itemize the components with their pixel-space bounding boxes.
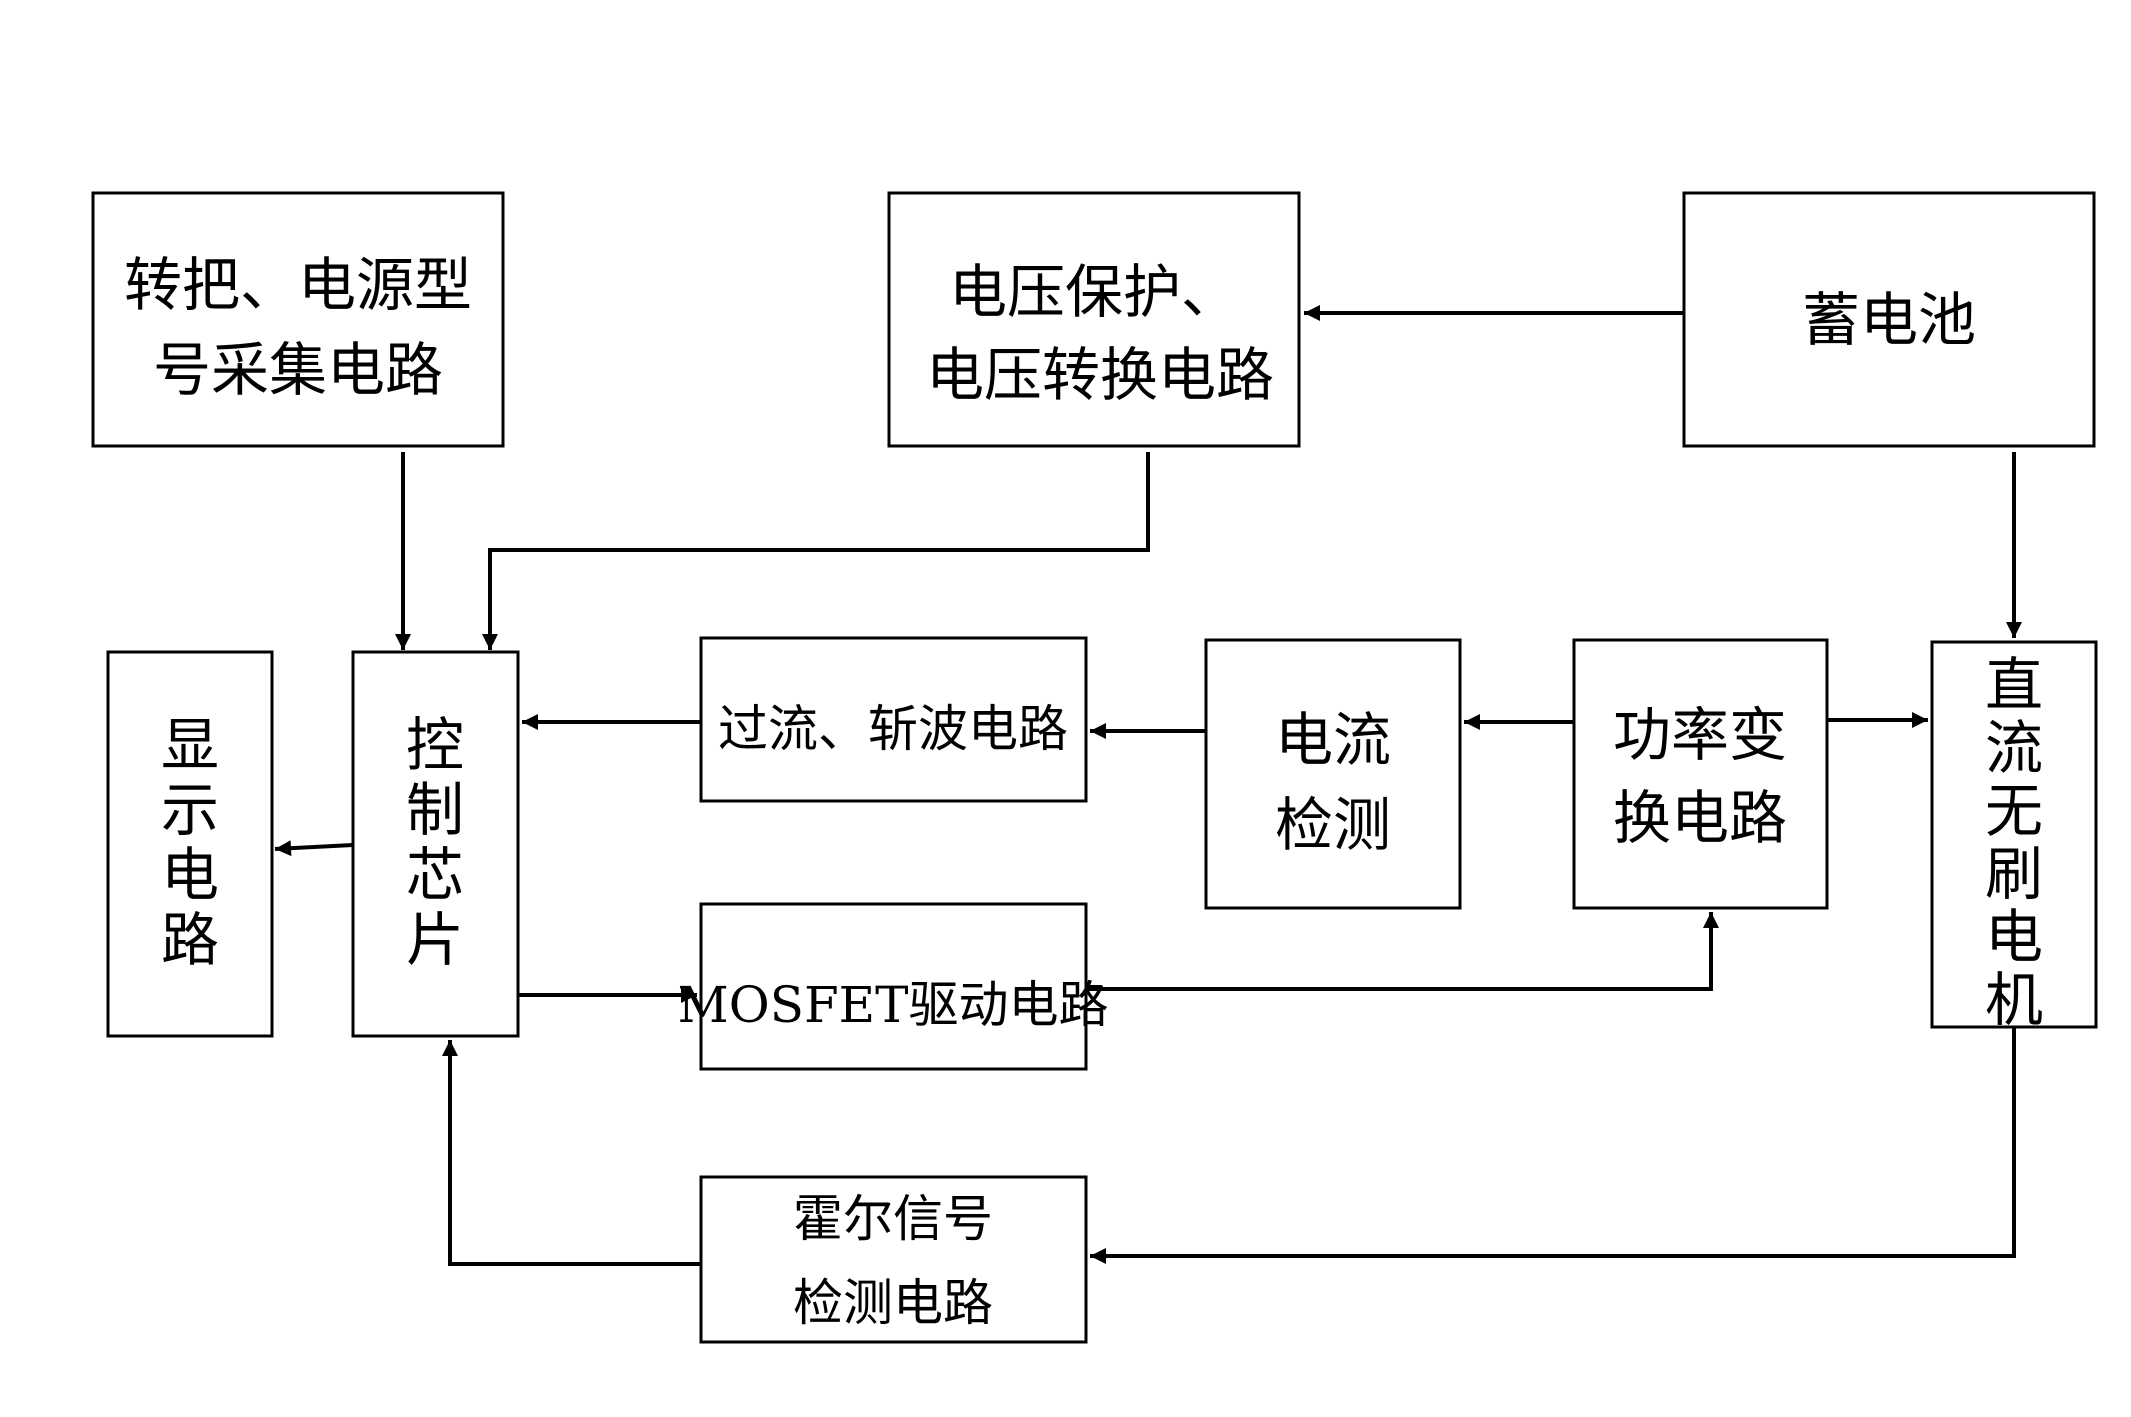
control-char-4: 片 [406, 906, 464, 974]
overcurrent-chopper-block: 过流、斩波电路 [699, 636, 1088, 803]
hall-label-line2: 检测电路 [793, 1274, 993, 1332]
battery-label: 蓄电池 [1802, 286, 1976, 354]
battery-block: 蓄电池 [1682, 191, 2096, 448]
arrow-control-to-display [274, 840, 354, 857]
current-label-line1: 电流 [1275, 706, 1391, 774]
display-char-1: 显 [161, 711, 219, 779]
display-char-2: 示 [161, 776, 219, 844]
voltage-label-line2: 电压转换电路 [926, 341, 1274, 409]
overcurrent-label: 过流、斩波电路 [718, 700, 1068, 758]
control-chip-block: 控 制 芯 片 [351, 650, 520, 1038]
arrow-motor-to-hall [1090, 1027, 2016, 1264]
throttle-power-sampling-block: 转把、电源型 号采集电路 [91, 191, 505, 448]
motor-char-6: 机 [1985, 966, 2043, 1034]
display-circuit-block: 显 示 电 路 [106, 650, 274, 1038]
throttle-label-line1: 转把、电源型 [124, 251, 472, 319]
arrow-voltage-to-control [482, 452, 1150, 650]
control-char-2: 制 [406, 776, 464, 844]
arrow-hall-to-control [442, 1040, 701, 1266]
hall-signal-detection-block: 霍尔信号 检测电路 [699, 1175, 1088, 1344]
power-label-line1: 功率变 [1613, 701, 1787, 769]
throttle-label-line2: 号采集电路 [153, 336, 443, 404]
motor-char-5: 电 [1985, 903, 2043, 971]
motor-char-3: 无 [1985, 777, 2043, 845]
mosfet-driver-block: MOSFET驱动电路 [678, 902, 1109, 1071]
mosfet-label: MOSFET驱动电路 [678, 976, 1109, 1034]
power-label-line2: 换电路 [1613, 784, 1787, 852]
current-detection-block: 电流 检测 [1204, 638, 1462, 910]
display-char-4: 路 [161, 906, 219, 974]
power-conversion-block: 功率变 换电路 [1572, 638, 1829, 910]
control-char-3: 芯 [406, 841, 464, 909]
motor-char-4: 刷 [1985, 840, 2043, 908]
voltage-protection-block: 电压保护、 电压转换电路 [887, 191, 1301, 448]
motor-char-1: 直 [1985, 651, 2043, 719]
current-label-line2: 检测 [1275, 791, 1391, 859]
brushless-dc-motor-block: 直 流 无 刷 电 机 [1930, 640, 2098, 1034]
arrow-mosfet-to-power [1086, 912, 1719, 991]
display-char-3: 电 [161, 841, 219, 909]
voltage-label-line1: 电压保护、 [949, 258, 1239, 326]
control-char-1: 控 [406, 711, 464, 779]
motor-char-2: 流 [1985, 714, 2043, 782]
hall-label-line1: 霍尔信号 [793, 1190, 993, 1248]
